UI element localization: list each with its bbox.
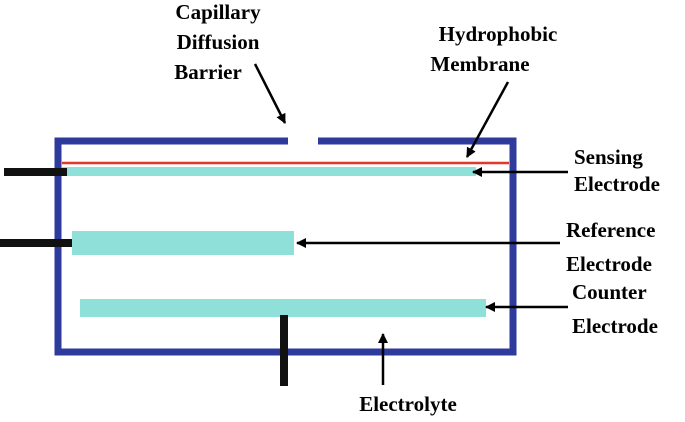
capillary-arrow xyxy=(253,63,287,124)
reference-label: Reference Electrode xyxy=(566,218,655,276)
membrane-label: Hydrophobic Membrane xyxy=(430,22,557,76)
membrane-arrow xyxy=(465,81,510,158)
reference-electrode xyxy=(72,231,294,255)
capillary-label-line-3: Barrier xyxy=(174,60,242,84)
counter-label: Counter Electrode xyxy=(572,280,658,338)
counter-electrode xyxy=(80,299,486,317)
sensing-label-line-2: Electrode xyxy=(574,172,660,196)
counter-label-line-2: Electrode xyxy=(572,314,658,338)
membrane-label-line-2: Membrane xyxy=(430,52,529,76)
sensing-label-line-1: Sensing xyxy=(574,145,643,169)
membrane-label-line-1: Hydrophobic xyxy=(439,22,558,46)
reference-label-line-1: Reference xyxy=(566,218,655,242)
sensing-label: Sensing Electrode xyxy=(574,145,660,196)
capillary-label-line-1: Capillary xyxy=(175,0,261,24)
counter-label-line-1: Counter xyxy=(572,280,647,304)
reference-label-line-2: Electrode xyxy=(566,252,652,276)
capillary-label: Capillary Diffusion Barrier xyxy=(174,0,261,84)
sensing-electrode xyxy=(62,167,476,176)
electrolyte-label: Electrolyte xyxy=(359,392,457,416)
capillary-label-line-2: Diffusion xyxy=(177,30,260,54)
